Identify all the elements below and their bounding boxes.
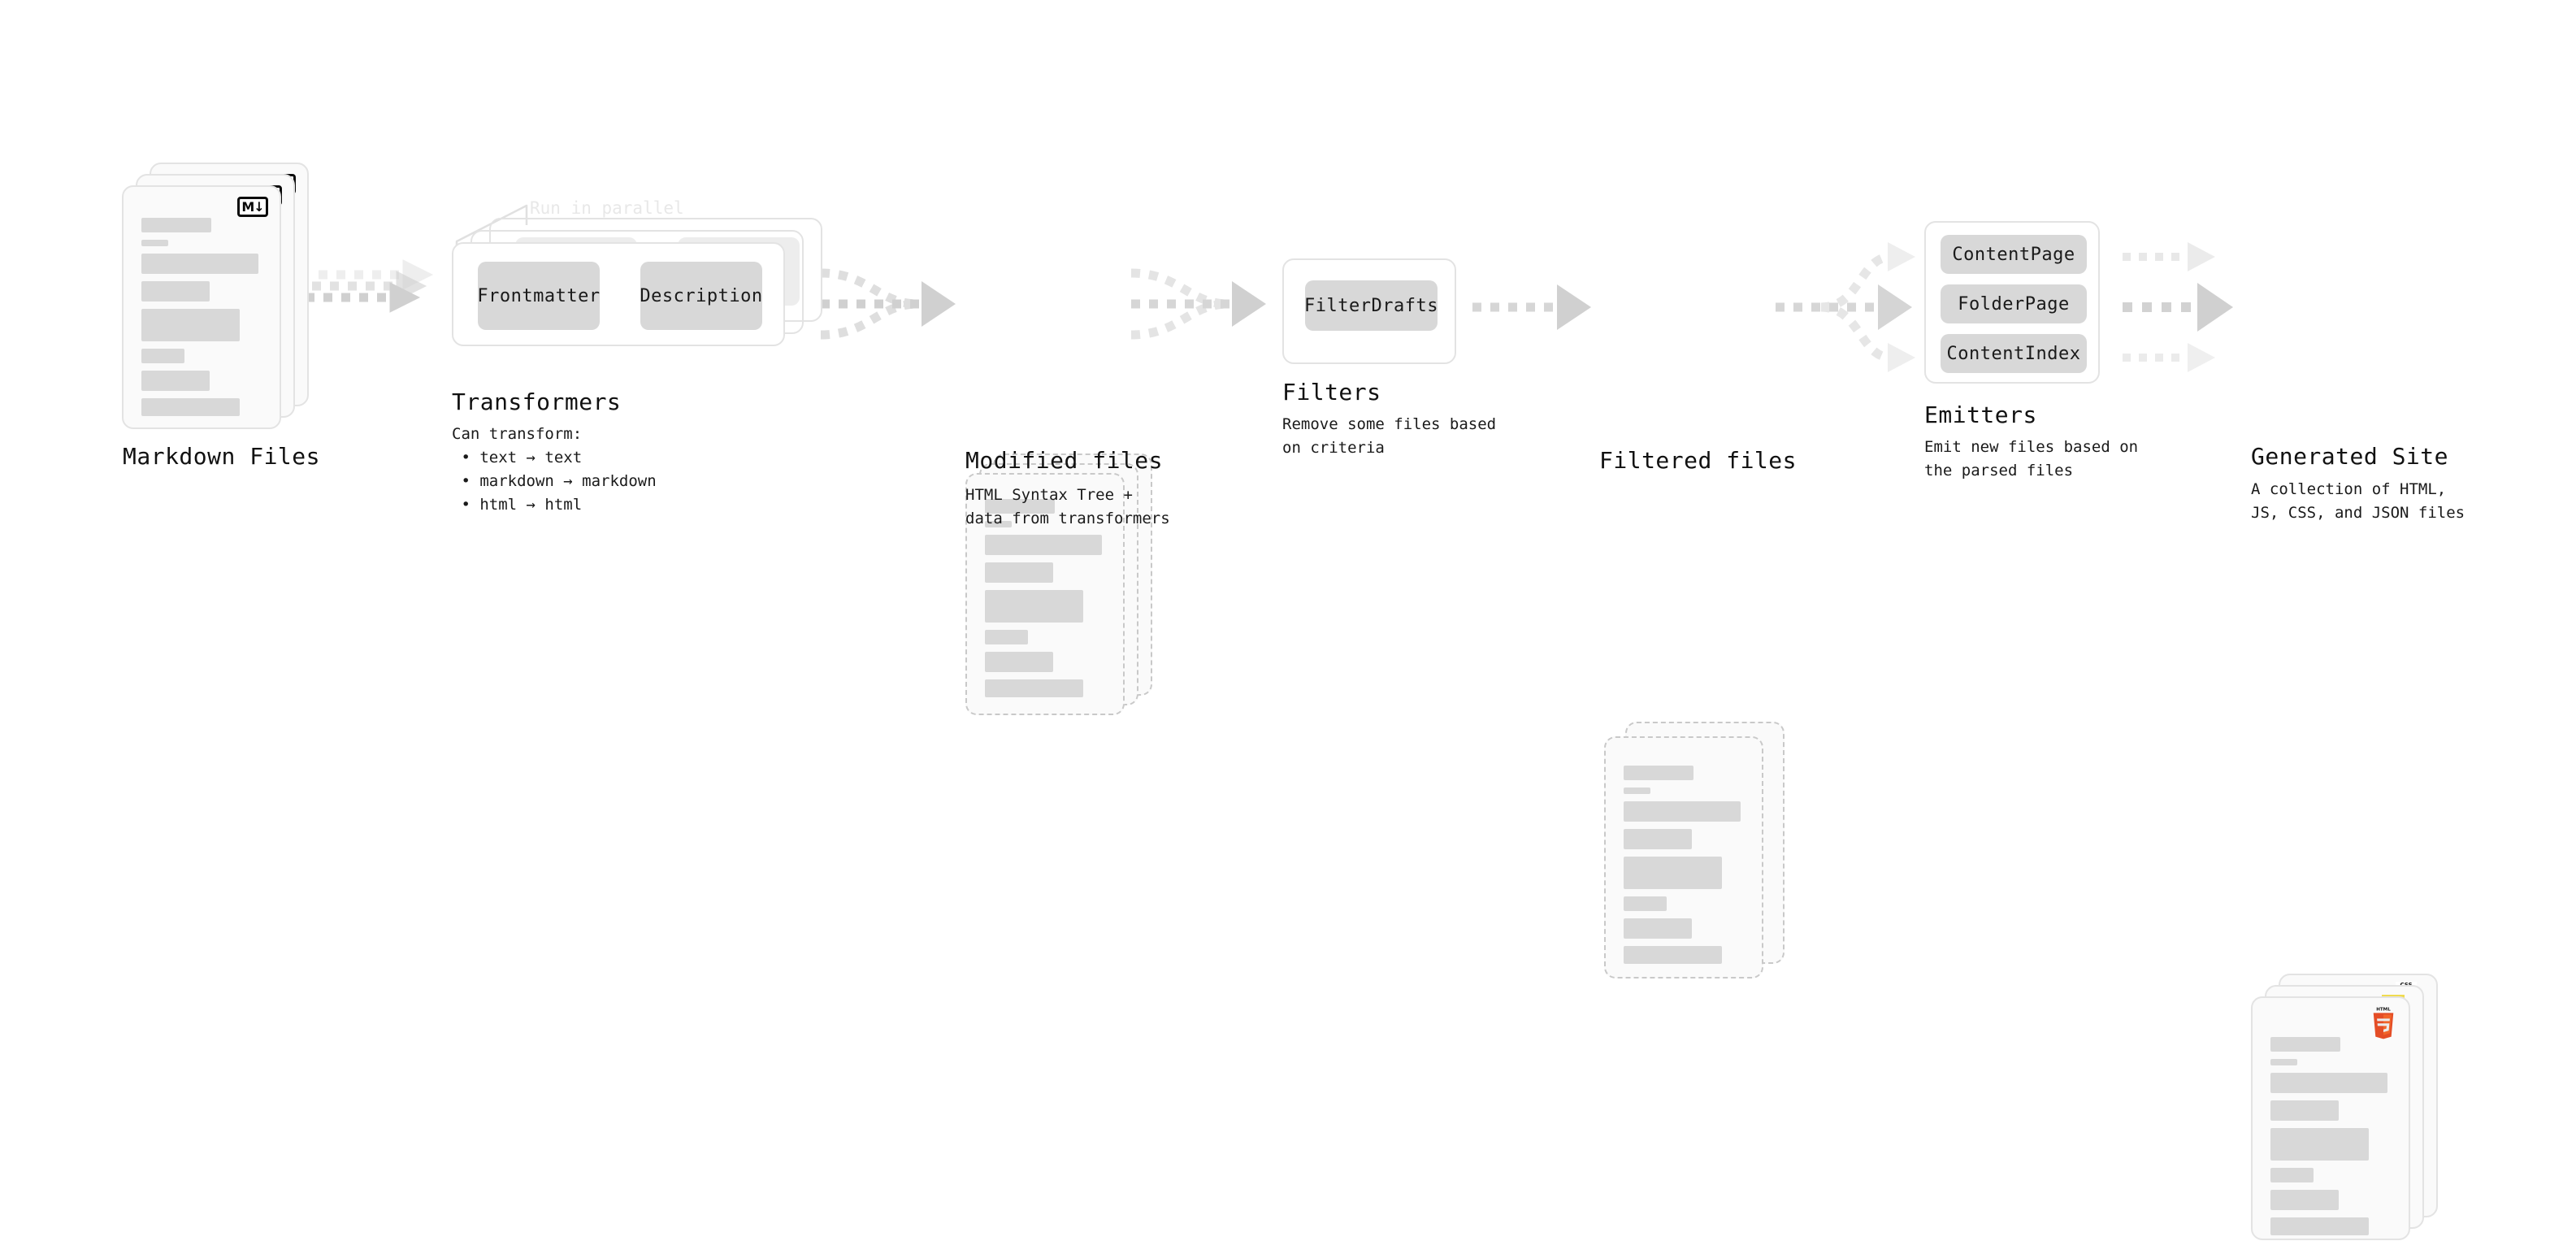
placeholder-bar — [1624, 766, 1693, 780]
html5-icon: HTML — [2370, 1006, 2397, 1040]
site-card-front[interactable]: HTML — [2251, 996, 2410, 1240]
modified-files-caption: HTML Syntax Tree + data from transformer… — [965, 486, 1170, 527]
placeholder-bar — [141, 398, 241, 416]
placeholder-bar — [1624, 829, 1693, 849]
modified-card-front[interactable] — [965, 473, 1125, 715]
placeholder-bar — [985, 535, 1102, 555]
chip-contentindex[interactable]: ContentIndex — [1941, 334, 2087, 373]
modified-files-title: Modified files — [965, 447, 1164, 474]
placeholder-bar — [141, 349, 185, 363]
emitters-panel[interactable]: ContentPage FolderPage ContentIndex — [1924, 221, 2100, 384]
placeholder-bar — [1624, 946, 1723, 964]
placeholder-bar — [1624, 801, 1741, 822]
placeholder-bar — [2270, 1100, 2340, 1121]
chip-contentpage[interactable]: ContentPage — [1941, 235, 2087, 274]
placeholder-bar — [985, 521, 1012, 527]
placeholder-bar — [1624, 857, 1723, 889]
placeholder-bar — [141, 371, 210, 391]
chip-description[interactable]: Description — [640, 262, 762, 330]
generated-site-caption: A collection of HTML, JS, CSS, and JSON … — [2251, 480, 2465, 522]
placeholder-bar — [985, 562, 1054, 583]
placeholder-bar — [985, 499, 1055, 514]
stage-modified-files — [965, 453, 1160, 722]
arrow-modified-to-filters — [1130, 268, 1266, 340]
chip-folderpage-label: FolderPage — [1958, 293, 2070, 315]
placeholder-bar — [1624, 788, 1650, 794]
placeholder-bar — [2270, 1073, 2387, 1093]
arrow-markdown-to-transformers — [306, 259, 434, 313]
chip-folderpage[interactable]: FolderPage — [1941, 284, 2087, 323]
chip-filterdrafts[interactable]: FilterDrafts — [1304, 280, 1438, 331]
markdown-placeholder-lines — [141, 218, 262, 423]
stage-filtered-files — [1598, 722, 1793, 990]
placeholder-bar — [1624, 896, 1667, 911]
chip-contentpage-label: ContentPage — [1952, 244, 2075, 265]
arrow-filters-to-filtered — [1472, 284, 1591, 330]
run-in-parallel-label: Run in parallel — [530, 198, 684, 218]
placeholder-bar — [2270, 1059, 2297, 1065]
arrow-emitters-to-site — [2123, 242, 2233, 372]
chip-description-label: Description — [640, 285, 763, 306]
markdown-files-title: Markdown Files — [123, 443, 321, 470]
site-placeholder-lines — [2270, 1037, 2391, 1243]
placeholder-bar — [2270, 1217, 2370, 1235]
transformers-title: Transformers — [452, 388, 622, 415]
arrow-filtered-to-emitters — [1776, 242, 1915, 372]
markdown-icon: M↓ — [237, 197, 268, 217]
placeholder-bar — [2270, 1168, 2314, 1182]
placeholder-bar — [141, 281, 210, 302]
html5-icon-glyph: HTML — [2373, 1008, 2394, 1039]
stage-filters: FilterDrafts — [1282, 258, 1469, 376]
stage-emitters: ContentPage FolderPage ContentIndex — [1924, 221, 2119, 400]
arrow-transformers-to-modified — [820, 268, 956, 340]
placeholder-bar — [985, 679, 1084, 697]
emitters-caption: Emit new files based on the parsed files — [1924, 438, 2139, 479]
stage-markdown-files: M↓ M↓ M↓ — [122, 163, 317, 439]
placeholder-bar — [2270, 1190, 2340, 1210]
diagram-canvas: M↓ M↓ M↓ Markdown Files — [122, 163, 2465, 1240]
stage-generated-site: CSS HTML — [2251, 974, 2454, 1254]
filtered-files-title: Filtered files — [1599, 447, 1798, 474]
chip-contentindex-label: ContentIndex — [1946, 343, 2081, 364]
filters-panel[interactable]: FilterDrafts — [1282, 258, 1456, 364]
filters-caption: Remove some files based on criteria — [1282, 415, 1497, 457]
filtered-placeholder-lines — [1624, 766, 1744, 971]
transformers-caption: Can transform: • text → text • markdown … — [452, 425, 657, 514]
placeholder-bar — [141, 309, 241, 341]
transformers-panel-front[interactable]: Frontmatter Description — [452, 242, 785, 346]
placeholder-bar — [2270, 1037, 2340, 1052]
filters-title: Filters — [1282, 379, 1381, 406]
stage-transformers: Frontmatter Description — [452, 218, 842, 372]
filtered-card-front[interactable] — [1604, 736, 1763, 978]
placeholder-bar — [985, 590, 1084, 623]
chip-frontmatter-label: Frontmatter — [477, 285, 601, 306]
svg-text:HTML: HTML — [2376, 1008, 2391, 1013]
placeholder-bar — [141, 254, 258, 274]
placeholder-bar — [141, 240, 168, 246]
placeholder-bar — [141, 218, 211, 232]
generated-site-title: Generated Site — [2251, 443, 2449, 470]
markdown-card-front[interactable]: M↓ — [122, 185, 281, 429]
markdown-icon-glyph: M↓ — [237, 197, 268, 217]
placeholder-bar — [985, 630, 1029, 644]
placeholder-bar — [1624, 918, 1693, 939]
chip-filterdrafts-label: FilterDrafts — [1304, 295, 1438, 316]
chip-frontmatter[interactable]: Frontmatter — [477, 262, 601, 330]
placeholder-bar — [2270, 1128, 2370, 1161]
emitters-title: Emitters — [1924, 401, 2037, 428]
placeholder-bar — [985, 652, 1054, 672]
